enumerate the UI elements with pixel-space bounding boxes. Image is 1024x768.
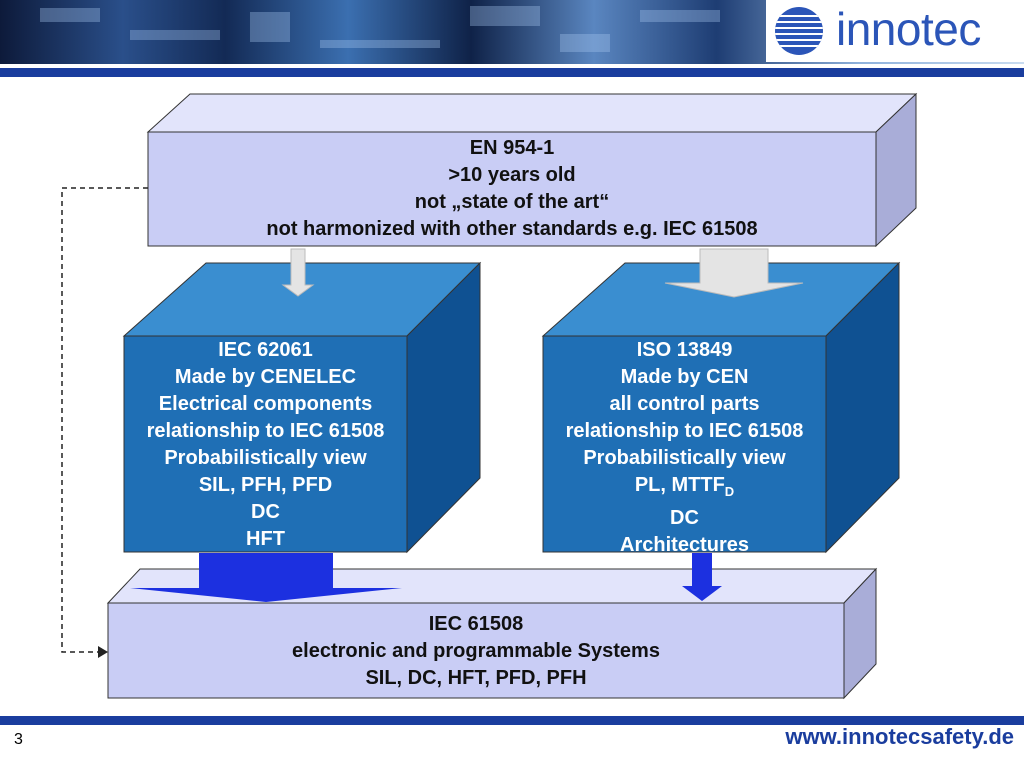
en954-line: EN 954-1 (469, 137, 555, 159)
iec62061-line: IEC 62061 (218, 339, 313, 361)
arrow-to-iso13849 (664, 248, 804, 298)
page-number: 3 (14, 731, 23, 748)
iso13849-line: Made by CEN (620, 366, 749, 388)
en954-text: EN 954-1 >10 years old not „state of the… (148, 135, 876, 243)
arrow-to-iec62061 (281, 248, 315, 297)
en954-line: not harmonized with other standards e.g.… (266, 218, 758, 240)
dashed-arrowhead (98, 646, 108, 658)
iec62061-line: Probabilistically view (164, 447, 367, 469)
iso13849-line: all control parts (609, 393, 760, 415)
iso13849-line: ISO 13849 (636, 339, 733, 361)
dashed-connector (61, 187, 148, 653)
en954-line: not „state of the art“ (414, 191, 610, 213)
iso13849-line: PL, MTTFD (543, 472, 826, 505)
iec62061-line: Electrical components (158, 393, 373, 415)
footer-url-link[interactable]: www.innotecsafety.de (785, 724, 1014, 749)
arrow-iso13849-to-iec61508 (682, 553, 722, 601)
iec62061-line: DC (251, 501, 280, 523)
en954-box (146, 92, 918, 248)
top-rule (0, 68, 1024, 77)
en954-line: >10 years old (448, 164, 576, 186)
iec62061-line: HFT (246, 528, 285, 550)
iso13849-line: relationship to IEC 61508 (565, 420, 804, 442)
globe-logo-icon (775, 7, 823, 55)
mttf-subscript: D (724, 484, 735, 499)
iso13849-line: Probabilistically view (583, 447, 786, 469)
iec62061-text: IEC 62061 Made by CENELEC Electrical com… (124, 337, 407, 553)
iso13849-line: DC (670, 507, 699, 529)
iec62061-line: relationship to IEC 61508 (146, 420, 385, 442)
brand-logo: innotec (766, 0, 1024, 62)
iec62061-cube (122, 261, 482, 554)
iso13849-cube (541, 261, 901, 554)
iso13849-text: ISO 13849 Made by CEN all control parts … (543, 337, 826, 559)
iec61508-line: SIL, DC, HFT, PFD, PFH (365, 667, 587, 689)
header-banner: innotec (0, 0, 1024, 64)
iec62061-line: SIL, PFH, PFD (198, 474, 333, 496)
iso13849-pl-mttf: PL, MTTF (634, 474, 725, 496)
bottom-rule (0, 716, 1024, 725)
brand-name: innotec (836, 3, 981, 55)
iso13849-line: Architectures (620, 534, 749, 556)
iec61508-text: IEC 61508 electronic and programmable Sy… (108, 611, 844, 692)
arrow-iec62061-to-iec61508 (130, 553, 402, 602)
iec61508-line: electronic and programmable Systems (292, 640, 660, 662)
iec61508-line: IEC 61508 (428, 613, 524, 635)
iec62061-line: Made by CENELEC (174, 366, 357, 388)
